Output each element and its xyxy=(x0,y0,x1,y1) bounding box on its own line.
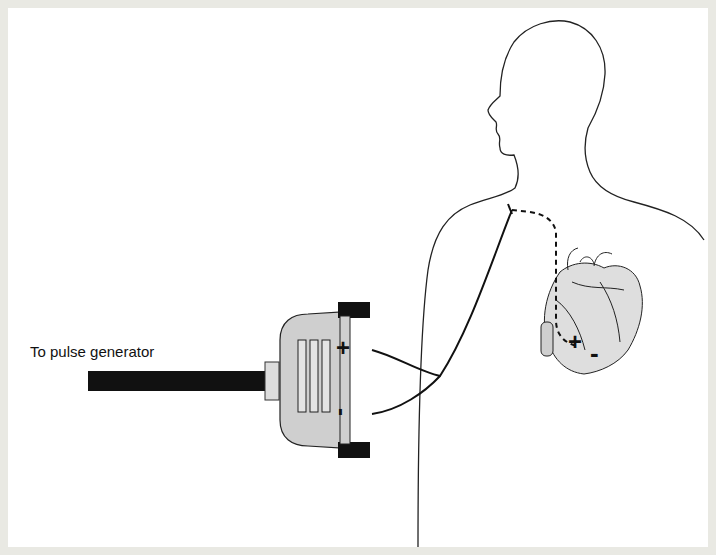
lead-entry xyxy=(508,204,512,214)
cable xyxy=(88,371,268,391)
panel xyxy=(8,8,708,547)
lead-wire xyxy=(372,376,440,414)
lead-wire xyxy=(372,210,512,376)
terminal-sign: + xyxy=(336,336,350,360)
cable-connector: +- xyxy=(278,300,374,460)
electrode-sign: + xyxy=(568,330,582,354)
terminal-sign: - xyxy=(330,408,354,416)
body-outline xyxy=(418,21,704,547)
pacing-lead xyxy=(512,210,578,346)
cable-label: To pulse generator xyxy=(30,344,154,359)
cable-boot xyxy=(265,362,279,400)
electrode-sign: - xyxy=(590,340,599,366)
connector-body xyxy=(278,300,374,460)
heart xyxy=(541,248,642,374)
